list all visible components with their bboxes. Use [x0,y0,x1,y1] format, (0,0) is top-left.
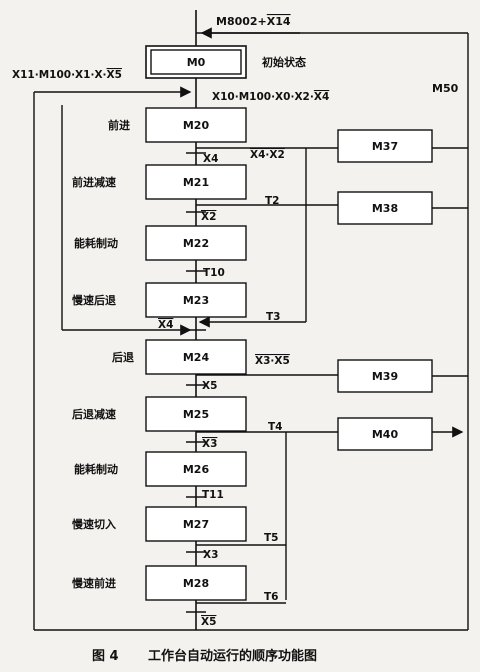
step-id: M27 [183,518,209,531]
transition-t10: T10 [186,267,225,279]
timer-t6: T6 [196,591,286,604]
transition-t11: T11 [186,489,224,501]
step-label: 后退 [112,350,134,364]
side-box-m38: M38 T2 [196,191,468,225]
svg-text:T10: T10 [203,267,225,279]
m0-condition: X10·M100·X0·X2·X4 [212,91,329,103]
step-id: M26 [183,463,210,476]
step-m26: M26 能耗制动 [74,451,247,487]
step-label: 能耗制动 [74,462,118,476]
side-box-m39: M39 X3·X5 [196,355,468,393]
step-label: 慢速后退 [72,293,116,307]
m50-label: M50 [432,82,459,95]
step-id: M20 [183,119,210,132]
step-label: 前进 [108,118,130,132]
svg-text:X2: X2 [201,211,216,223]
step-m22: M22 能耗制动 [74,225,247,261]
step-label: 能耗制动 [74,236,118,250]
initial-state-label: 初始状态 [262,55,306,69]
svg-text:M38: M38 [372,202,398,215]
step-id: M21 [183,176,209,189]
svg-text:M37: M37 [372,140,398,153]
left-loop-condition: X11·M100·X1·X·X5 [12,69,122,81]
transition-x4-bar: X4 [158,319,206,331]
side-box-m37: M37 X4·X2 [196,129,468,163]
svg-text:X5: X5 [201,616,216,628]
top-condition: M8002+X14 [216,15,291,28]
step-m27: M27 慢速切入 [72,506,247,542]
caption-text: 工作台自动运行的顺序功能图 [148,648,317,664]
m0-step-box-inner [150,49,242,75]
step-label: 后退减速 [72,407,116,421]
svg-text:T2: T2 [265,195,279,207]
transition-x3-bar: X3 [186,438,217,450]
svg-text:X4: X4 [158,319,173,331]
caption-fig-number: 图 4 [92,649,119,664]
step-m21: M21 前进减速 [72,164,247,200]
svg-text:T11: T11 [202,489,224,501]
step-m20: M20 前进 [108,107,247,143]
step-id: M23 [183,294,209,307]
svg-text:X4·X2: X4·X2 [250,149,285,161]
step-id: M24 [183,351,210,364]
side-box-m40: M40 T4 [196,417,464,451]
m0-step-id: M0 [187,56,206,69]
step-label: 慢速切入 [72,517,116,531]
step-id: M28 [183,577,209,590]
step-id: M25 [183,408,209,421]
svg-text:X3: X3 [202,438,217,450]
step-id: M22 [183,237,209,250]
svg-text:M40: M40 [372,428,399,441]
transition-x5-bar: X5 [186,611,216,628]
svg-text:T4: T4 [268,421,282,433]
svg-text:T6: T6 [264,591,278,603]
step-m24: M24 后退 [112,339,247,375]
step-label: 前进减速 [72,175,116,189]
svg-text:X5: X5 [202,380,217,392]
transition-x3: X3 [186,549,218,561]
transition-x5: X5 [186,380,217,392]
svg-text:M39: M39 [372,370,398,383]
step-m28: M28 慢速前进 [72,565,247,601]
transition-x4: X4 [186,152,218,165]
svg-text:T3: T3 [266,311,280,323]
step-m25: M25 后退减速 [72,396,247,432]
timer-t3: T3 [266,311,280,323]
transition-x2: X2 [186,211,216,223]
svg-text:X4: X4 [203,153,218,165]
svg-text:X3: X3 [203,549,218,561]
svg-text:T5: T5 [264,532,278,544]
step-label: 慢速前进 [72,576,116,590]
step-m23: M23 慢速后退 [72,282,247,318]
svg-text:X3·X5: X3·X5 [255,355,290,367]
timer-t5: T5 [196,532,286,546]
